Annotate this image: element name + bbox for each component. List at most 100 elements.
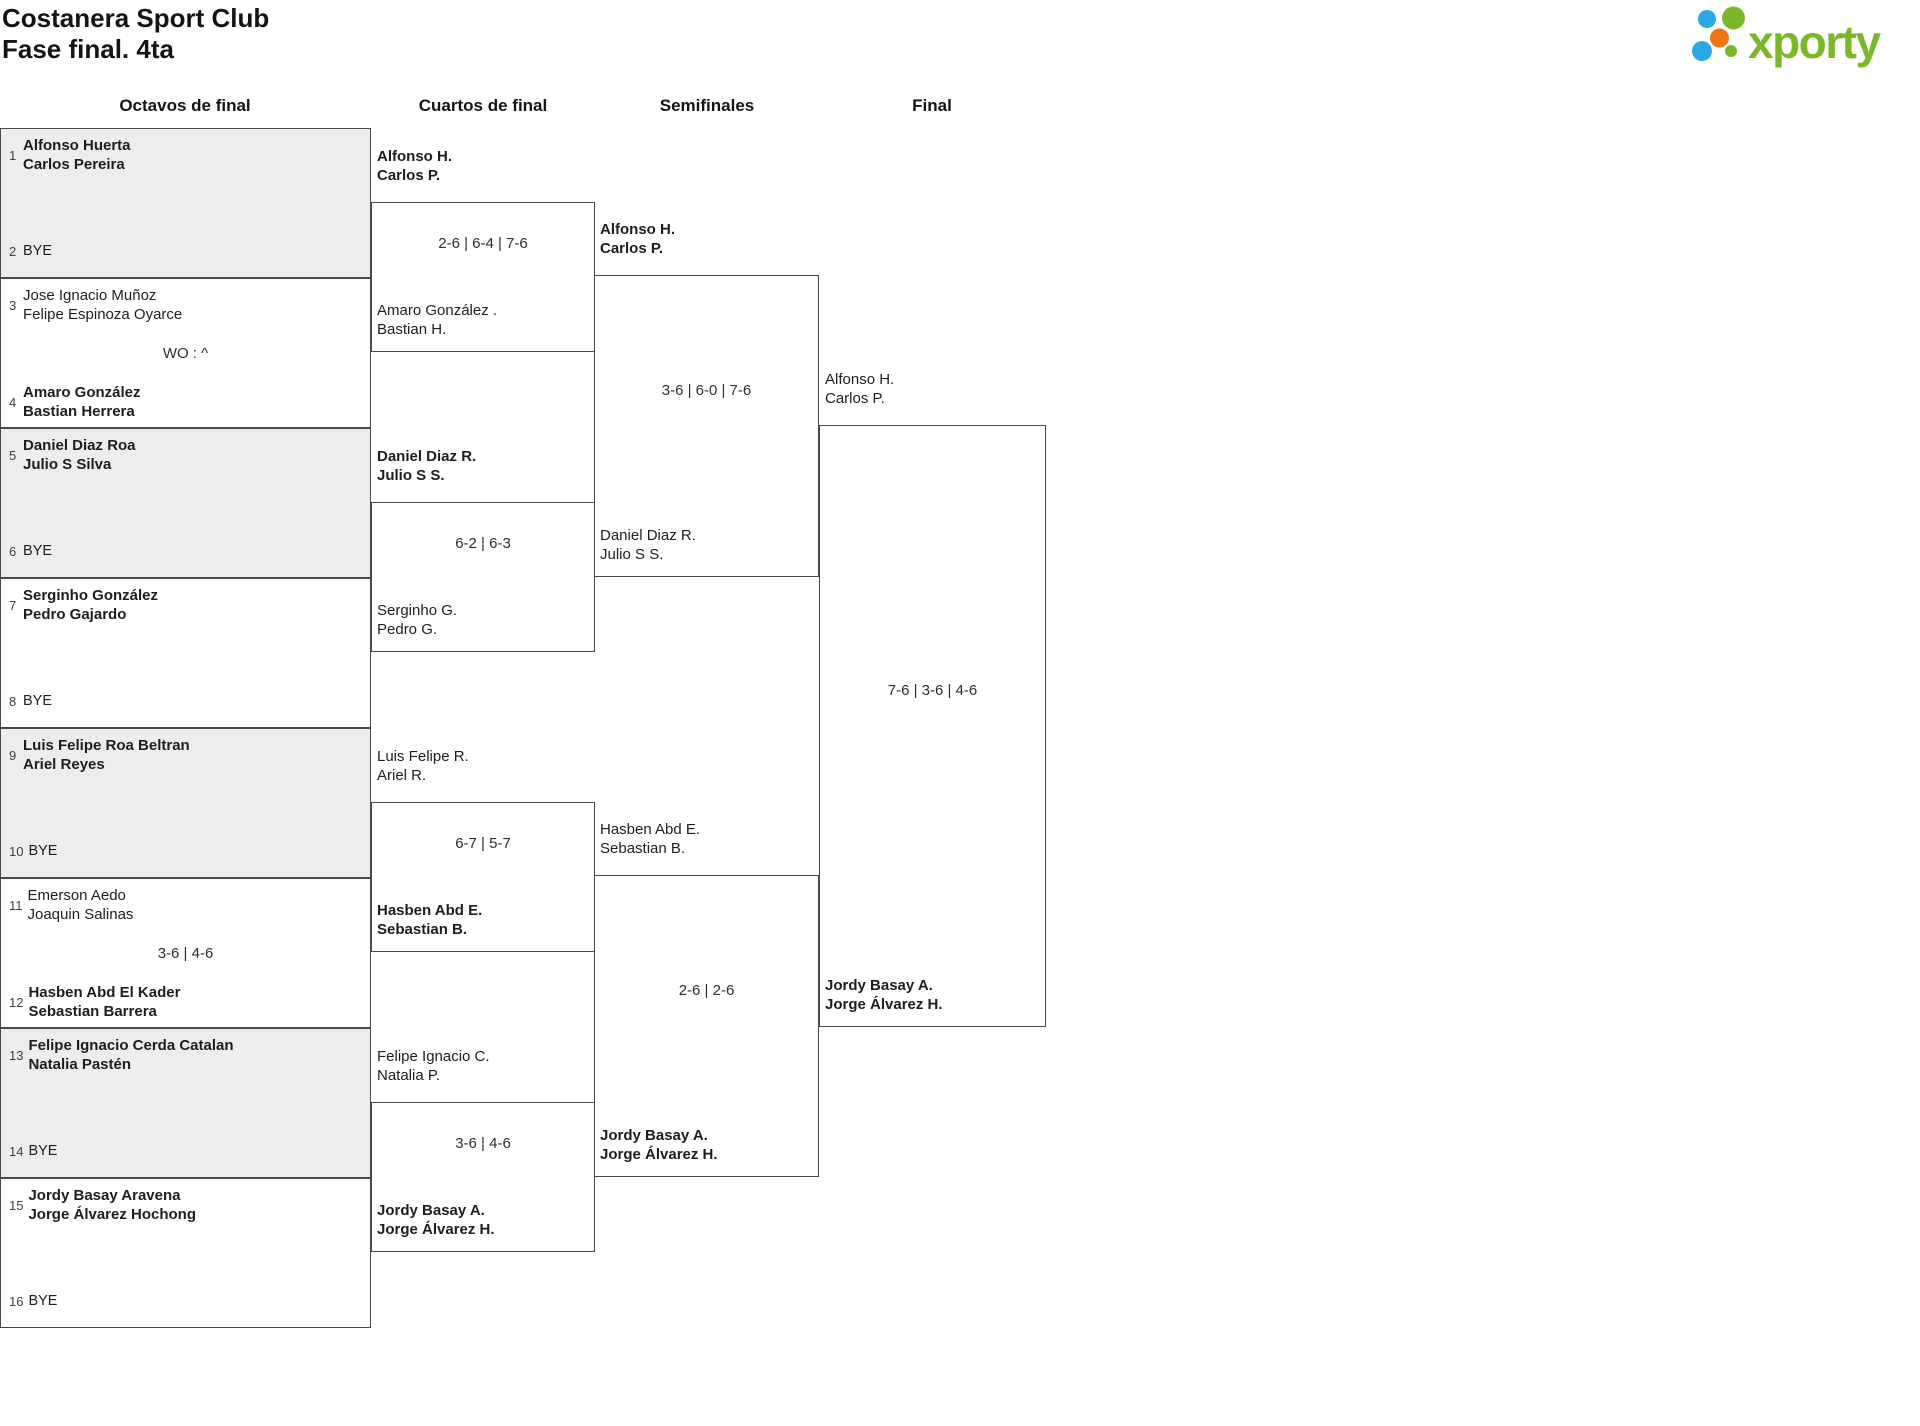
participant-top: Luis Felipe R.Ariel R. <box>377 748 469 784</box>
seed-number: 10 <box>9 844 24 859</box>
match-score: 2-6 | 2-6 <box>678 982 735 999</box>
participant-bottom: 16 BYE <box>1 1292 364 1311</box>
seed-number: 6 <box>9 544 17 559</box>
participant-names: BYE <box>28 1143 58 1159</box>
match-score: 7-6 | 3-6 | 4-6 <box>887 682 978 699</box>
seed-number: 15 <box>9 1197 24 1213</box>
participant-top: Felipe Ignacio C.Natalia P. <box>377 1048 490 1084</box>
seed-number: 13 <box>9 1047 24 1063</box>
participant-top: Alfonso H.Carlos P. <box>377 148 452 184</box>
participant-names: BYE <box>28 843 58 859</box>
participant-top: Daniel Diaz R.Julio S S. <box>377 448 477 484</box>
seed-number: 14 <box>9 1144 24 1159</box>
match-score: 2-6 | 6-4 | 7-6 <box>438 235 528 252</box>
logo-dot-blue-big <box>1692 41 1712 61</box>
participant-names: BYE <box>23 243 53 259</box>
page-title: Costanera Sport Club Fase final. 4ta <box>2 3 269 65</box>
seed-number: 4 <box>9 394 17 410</box>
phase-name: Fase final. 4ta <box>2 34 174 64</box>
seed-number: 9 <box>9 747 17 763</box>
participant-bottom: Daniel Diaz R.Julio S S. <box>600 527 696 563</box>
participant-bottom: 8 BYE <box>1 692 364 711</box>
participant-top: Hasben Abd E.Sebastian B. <box>600 821 701 857</box>
match-score: 3-6 | 6-0 | 7-6 <box>661 382 752 399</box>
match-score: 3-6 | 4-6 <box>157 945 214 962</box>
round-header-1: Octavos de final <box>119 96 251 115</box>
participant-bottom: 2 BYE <box>1 242 364 261</box>
xporty-logo[interactable]: xporty <box>1686 0 1918 76</box>
round-header-2: Cuartos de final <box>418 96 548 115</box>
participant-names: BYE <box>28 1293 58 1309</box>
participant-bottom: 10 BYE <box>1 842 364 861</box>
round-header-3: Semifinales <box>659 96 755 115</box>
participant-bottom: Amaro González .Bastian H. <box>377 302 498 338</box>
seed-number: 12 <box>9 994 24 1010</box>
logo-dot-green-small <box>1725 45 1737 57</box>
match-score: WO : ^ <box>162 345 209 362</box>
match-score: 6-7 | 5-7 <box>455 835 511 852</box>
seed-number: 7 <box>9 597 17 613</box>
seed-number: 16 <box>9 1294 24 1309</box>
logo-dot-blue-small <box>1698 10 1716 28</box>
club-name: Costanera Sport Club <box>2 3 270 33</box>
logo-brand-text: xporty <box>1748 16 1882 68</box>
logo-dot-orange <box>1710 28 1729 48</box>
participant-names: BYE <box>23 543 53 559</box>
match-score: 3-6 | 4-6 <box>455 1135 511 1152</box>
participant-bottom: 14 BYE <box>1 1142 364 1161</box>
seed-number: 11 <box>9 897 23 913</box>
participant-top: Alfonso H.Carlos P. <box>600 221 675 257</box>
round-header-4: Final <box>912 96 952 115</box>
seed-number: 2 <box>9 244 17 259</box>
participant-bottom: Serginho G.Pedro G. <box>377 602 458 638</box>
seed-number: 5 <box>9 447 17 463</box>
seed-number: 1 <box>9 147 17 163</box>
match-score: 6-2 | 6-3 <box>455 535 511 552</box>
participant-names: BYE <box>23 693 53 709</box>
participant-bottom: Jordy Basay A.Jorge Álvarez H. <box>825 977 943 1013</box>
participant-top: Alfonso H.Carlos P. <box>825 371 895 407</box>
participant-bottom: Hasben Abd E.Sebastian B. <box>377 902 483 938</box>
participant-bottom: Jordy Basay A.Jorge Álvarez H. <box>600 1127 718 1163</box>
logo-dot-green-big <box>1722 6 1745 30</box>
participant-bottom: Jordy Basay A.Jorge Álvarez H. <box>377 1202 495 1238</box>
seed-number: 3 <box>9 297 17 313</box>
seed-number: 8 <box>9 694 17 709</box>
participant-bottom: 6 BYE <box>1 542 364 561</box>
